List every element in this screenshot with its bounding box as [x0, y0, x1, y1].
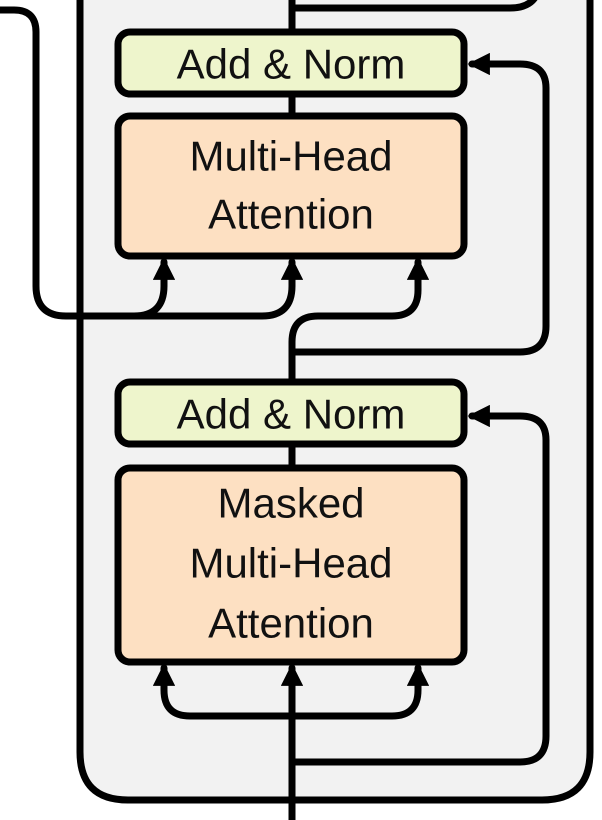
add-norm-block-lower: Add & Norm [114, 378, 468, 448]
top-residual-wire [288, 0, 538, 12]
add-norm-lower-label: Add & Norm [177, 391, 406, 438]
add-norm-block-upper: Add & Norm [114, 28, 468, 98]
input-split-right-wire [288, 663, 430, 720]
encoder-output-wire [0, 6, 176, 320]
input-split-wire [152, 663, 296, 720]
encoder-to-value-wire [130, 257, 304, 320]
cross-attention-block: Multi-Head Attention [114, 112, 468, 260]
residual-upper-wire [288, 52, 550, 356]
cross-attention-label-line1: Multi-Head [189, 133, 392, 180]
add-norm-upper-label: Add & Norm [177, 41, 406, 88]
masked-attention-label-line3: Attention [208, 600, 374, 647]
masked-attention-label-line2: Multi-Head [189, 540, 392, 587]
lower-to-cross-attention-wire [288, 257, 430, 384]
masked-attention-block: Masked Multi-Head Attention [114, 464, 468, 666]
cross-attention-label-line2: Attention [208, 191, 374, 238]
residual-lower-wire [288, 404, 550, 766]
masked-attention-label-line1: Masked [217, 480, 364, 527]
